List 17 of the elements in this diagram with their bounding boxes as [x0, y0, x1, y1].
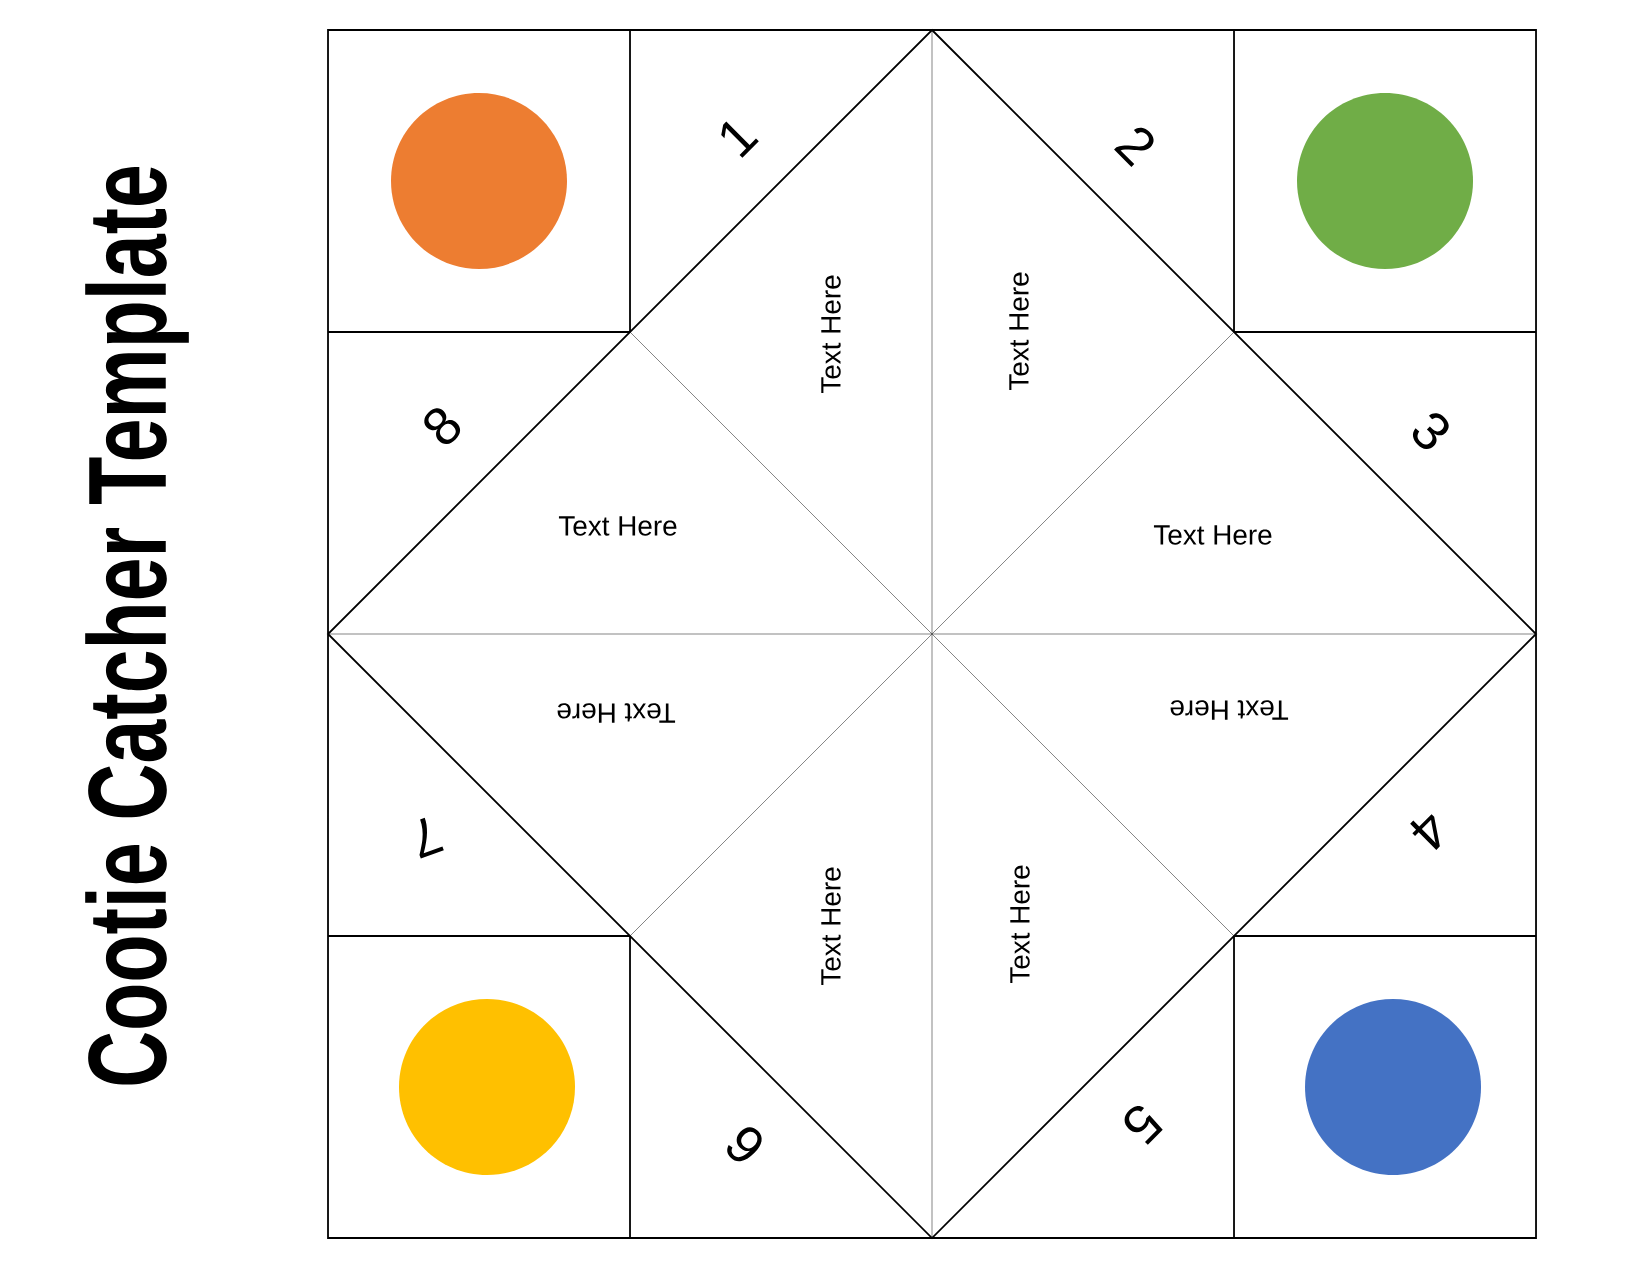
text-label: Text Here	[1153, 525, 1272, 545]
text-label: Text Here	[1010, 865, 1030, 984]
number-label: 3	[1412, 413, 1449, 450]
number-label: 7	[419, 817, 444, 859]
text-label: Text Here	[558, 516, 677, 536]
title: Cootie Catcher Template	[85, 166, 189, 1085]
text-label: Text Here	[1009, 272, 1029, 391]
number-label: 2	[1114, 127, 1154, 167]
number-label: 1	[721, 121, 759, 158]
text-label: Text Here	[1170, 700, 1289, 720]
number-label: 8	[424, 408, 461, 445]
text-label: Text Here	[557, 703, 676, 723]
number-label: 4	[1410, 814, 1440, 850]
text-label: Text Here	[821, 867, 841, 986]
number-label: 6	[727, 1127, 762, 1162]
text-label: Text Here	[821, 275, 841, 394]
number-label: 5	[1124, 1106, 1163, 1145]
